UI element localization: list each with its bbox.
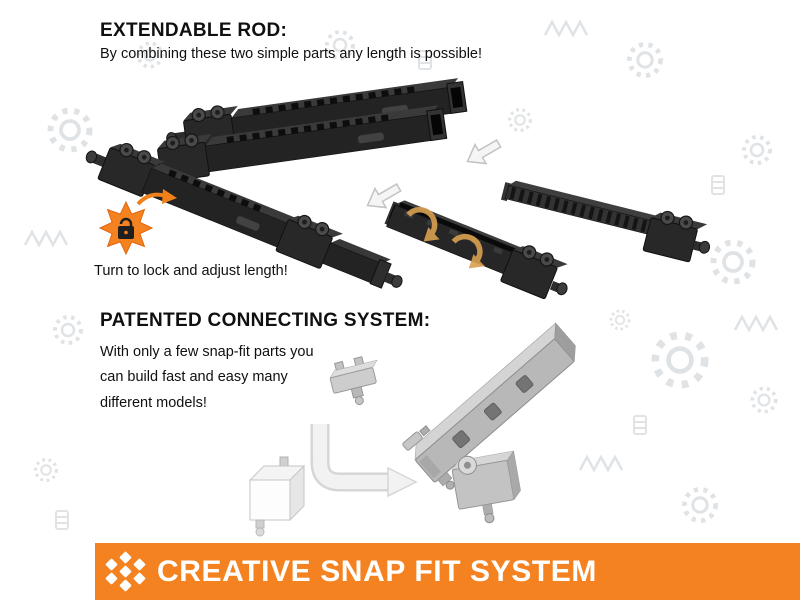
- extendable-rod-subtitle: By combining these two simple parts any …: [100, 46, 483, 62]
- snap-pin-part: [402, 425, 431, 451]
- lock-caption: Turn to lock and adjust length!: [94, 263, 288, 279]
- dot: [133, 558, 146, 571]
- section-title-connecting-system: PATENTED CONNECTING SYSTEM:: [100, 310, 431, 331]
- dots-column: [133, 558, 146, 585]
- slide-arrow-icon: [461, 133, 505, 172]
- slide-arrow-icon: [361, 177, 405, 216]
- dot: [105, 558, 118, 571]
- dot: [119, 565, 132, 578]
- rotation-arrow-icon: [446, 232, 492, 273]
- rotation-arrow-icon: [401, 206, 447, 247]
- dot: [119, 579, 132, 592]
- brand-mark: [357, 132, 384, 144]
- lock-burst-icon: [98, 200, 154, 256]
- knob-block-part: [451, 450, 521, 524]
- dot: [119, 551, 132, 564]
- dots-column: [105, 558, 118, 585]
- cube-part: [248, 456, 306, 537]
- connecting-system-paragraph: With only a few snap-fit parts you can b…: [100, 340, 314, 416]
- turn-arrow-icon: [136, 189, 177, 206]
- rod-part-1: [166, 78, 468, 156]
- banner-dots-icon: [105, 551, 146, 592]
- brand-mark: [236, 216, 260, 231]
- bottom-banner: CREATIVE SNAP FIT SYSTEM: [95, 543, 800, 600]
- dots-column: [119, 551, 132, 592]
- bend-arrow-icon: [310, 424, 418, 498]
- rod-part-2: [140, 105, 448, 184]
- paragraph-line: With only a few snap-fit parts you: [100, 344, 314, 360]
- banner-title: CREATIVE SNAP FIT SYSTEM: [157, 554, 598, 588]
- dot: [133, 572, 146, 585]
- dot: [105, 572, 118, 585]
- paragraph-line: different models!: [100, 394, 207, 411]
- rail-part: [500, 180, 711, 265]
- small-connector-part: [329, 356, 378, 406]
- beam-part: [414, 322, 576, 490]
- paragraph-line: can build fast and easy many: [100, 369, 288, 386]
- channel-part: [384, 200, 570, 303]
- section-title-extendable-rod: EXTENDABLE ROD:: [100, 20, 288, 41]
- brand-mark: [381, 104, 408, 116]
